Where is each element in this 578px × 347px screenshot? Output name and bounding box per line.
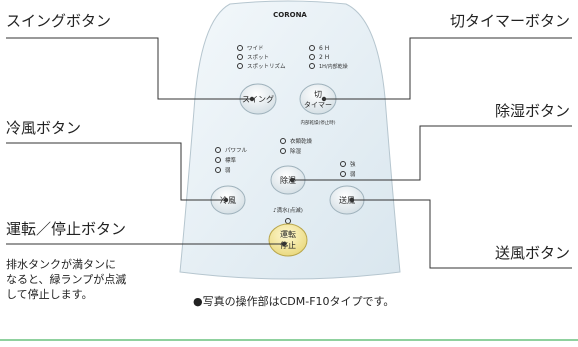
- cool-option-powerful: パワフル: [225, 147, 248, 154]
- dehumidify-button[interactable]: 除湿: [270, 165, 306, 195]
- inner-dry-label: 内部乾燥(停止時): [300, 119, 335, 126]
- timer-off-button[interactable]: 切 タイマー: [299, 83, 337, 115]
- fan-indicators: 強 弱: [340, 160, 356, 178]
- dehum-button-label: 除湿: [280, 175, 296, 185]
- callout-cool-wind: 冷風ボタン: [6, 119, 82, 137]
- run-button-label-1: 運転: [280, 230, 296, 239]
- callout-timer-off: 切タイマーボタン: [449, 12, 570, 30]
- bottom-divider: [0, 339, 578, 341]
- fan-option-strong: 強: [350, 160, 356, 168]
- swing-indicators: ワイド スポット スポットリズム: [237, 45, 286, 70]
- swing-option-spot: スポット: [247, 54, 269, 61]
- leader-lines: [6, 37, 572, 269]
- callout-swing: スイングボタン: [6, 12, 112, 30]
- dehum-option-dehum: 除湿: [290, 147, 302, 155]
- cool-indicators: パワフル 標準 弱: [215, 147, 248, 174]
- timer-indicators: 6 H 2 H 1H/内部乾燥: [309, 45, 348, 70]
- timer-button-label-1: 切: [314, 90, 322, 99]
- timer-button-label-2: タイマー: [304, 100, 332, 109]
- fan-option-weak: 弱: [350, 171, 356, 178]
- fan-button-label: 送風: [339, 195, 355, 205]
- photo-caption: ●写真の操作部はCDM-F10タイプです。: [193, 295, 395, 308]
- run-button-label-2: 停止: [280, 240, 296, 250]
- tank-note-line-2: なると、緑ランプが点滅: [6, 273, 127, 286]
- timer-option-2h: 2 H: [319, 54, 329, 61]
- dehum-option-clothes: 衣類乾燥: [290, 137, 313, 145]
- swing-option-wide: ワイド: [247, 45, 264, 52]
- tank-note-line-1: 排水タンクが満タンに: [6, 258, 116, 271]
- cool-option-standard: 標準: [225, 156, 237, 164]
- timer-option-1h: 1H/内部乾燥: [319, 63, 348, 70]
- dehum-indicators: 衣類乾燥 除湿: [280, 137, 313, 155]
- swing-option-spot-rhythm: スポットリズム: [247, 62, 286, 70]
- tank-note-line-3: して停止します。: [6, 288, 93, 301]
- run-stop-button[interactable]: 運転 停止: [268, 223, 308, 257]
- cool-option-weak: 弱: [225, 167, 231, 174]
- brand-logo: CORONA: [273, 11, 307, 19]
- callout-dehumidify: 除湿ボタン: [494, 102, 570, 120]
- callout-run-stop: 運転／停止ボタン: [6, 220, 127, 238]
- callout-fan: 送風ボタン: [494, 244, 570, 262]
- swing-button-label: スイング: [242, 94, 274, 104]
- tank-note: 排水タンクが満タンに なると、緑ランプが点滅 して停止します。: [6, 257, 126, 302]
- tank-full-label: ♪満水(点滅): [273, 206, 303, 214]
- timer-option-6h: 6 H: [319, 45, 329, 52]
- leader-dots: [223, 96, 355, 247]
